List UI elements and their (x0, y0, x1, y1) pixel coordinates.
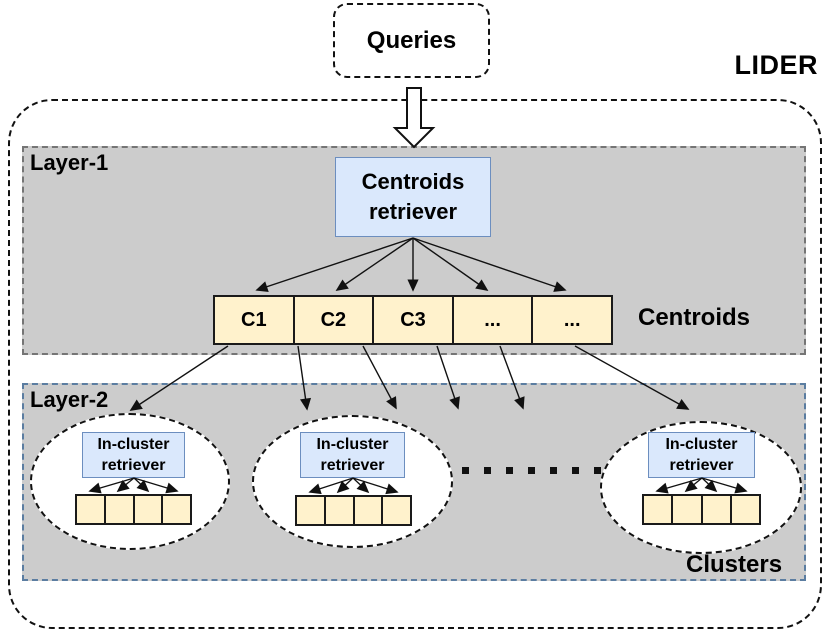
cluster-cell (671, 496, 701, 523)
cluster-cell (103, 496, 133, 523)
incluster-retriever-box: In-cluster retriever (300, 432, 405, 478)
diagram-title: LIDER (734, 50, 818, 80)
centroids-caption: Centroids (638, 304, 751, 331)
centroid-cell: ... (531, 297, 611, 343)
queries-label: Queries (366, 26, 457, 54)
centroid-cell: C1 (215, 297, 293, 343)
cluster-cell (381, 497, 410, 524)
incluster-retriever-box: In-cluster retriever (82, 432, 185, 478)
cluster-cell (700, 496, 730, 523)
centroids-row: C1 C2 C3 ... ... (213, 295, 613, 345)
cluster-cell (323, 497, 353, 524)
ellipsis-dots (462, 467, 601, 474)
layer2-label: Layer-2 (30, 387, 109, 412)
centroids-retriever-box: Centroids retriever (335, 157, 491, 237)
queries-box: Queries (333, 3, 490, 78)
cluster-cells-row (642, 494, 761, 525)
cluster-cell (161, 496, 190, 523)
centroid-cell: C2 (292, 297, 373, 343)
cluster-cell (297, 497, 324, 524)
centroid-cell: ... (451, 297, 532, 343)
centroids-retriever-label: Centroids retriever (361, 169, 465, 224)
cluster-cell (132, 496, 162, 523)
cluster-cells-row (75, 494, 192, 525)
cluster-cell (77, 496, 104, 523)
incluster-retriever-box: In-cluster retriever (648, 432, 755, 478)
centroid-cell: C3 (372, 297, 452, 343)
clusters-caption: Clusters (686, 551, 783, 578)
cluster-cell (352, 497, 382, 524)
cluster-cells-row (295, 495, 412, 526)
layer1-label: Layer-1 (30, 150, 109, 175)
cluster-cell (729, 496, 759, 523)
cluster-cell (644, 496, 672, 523)
